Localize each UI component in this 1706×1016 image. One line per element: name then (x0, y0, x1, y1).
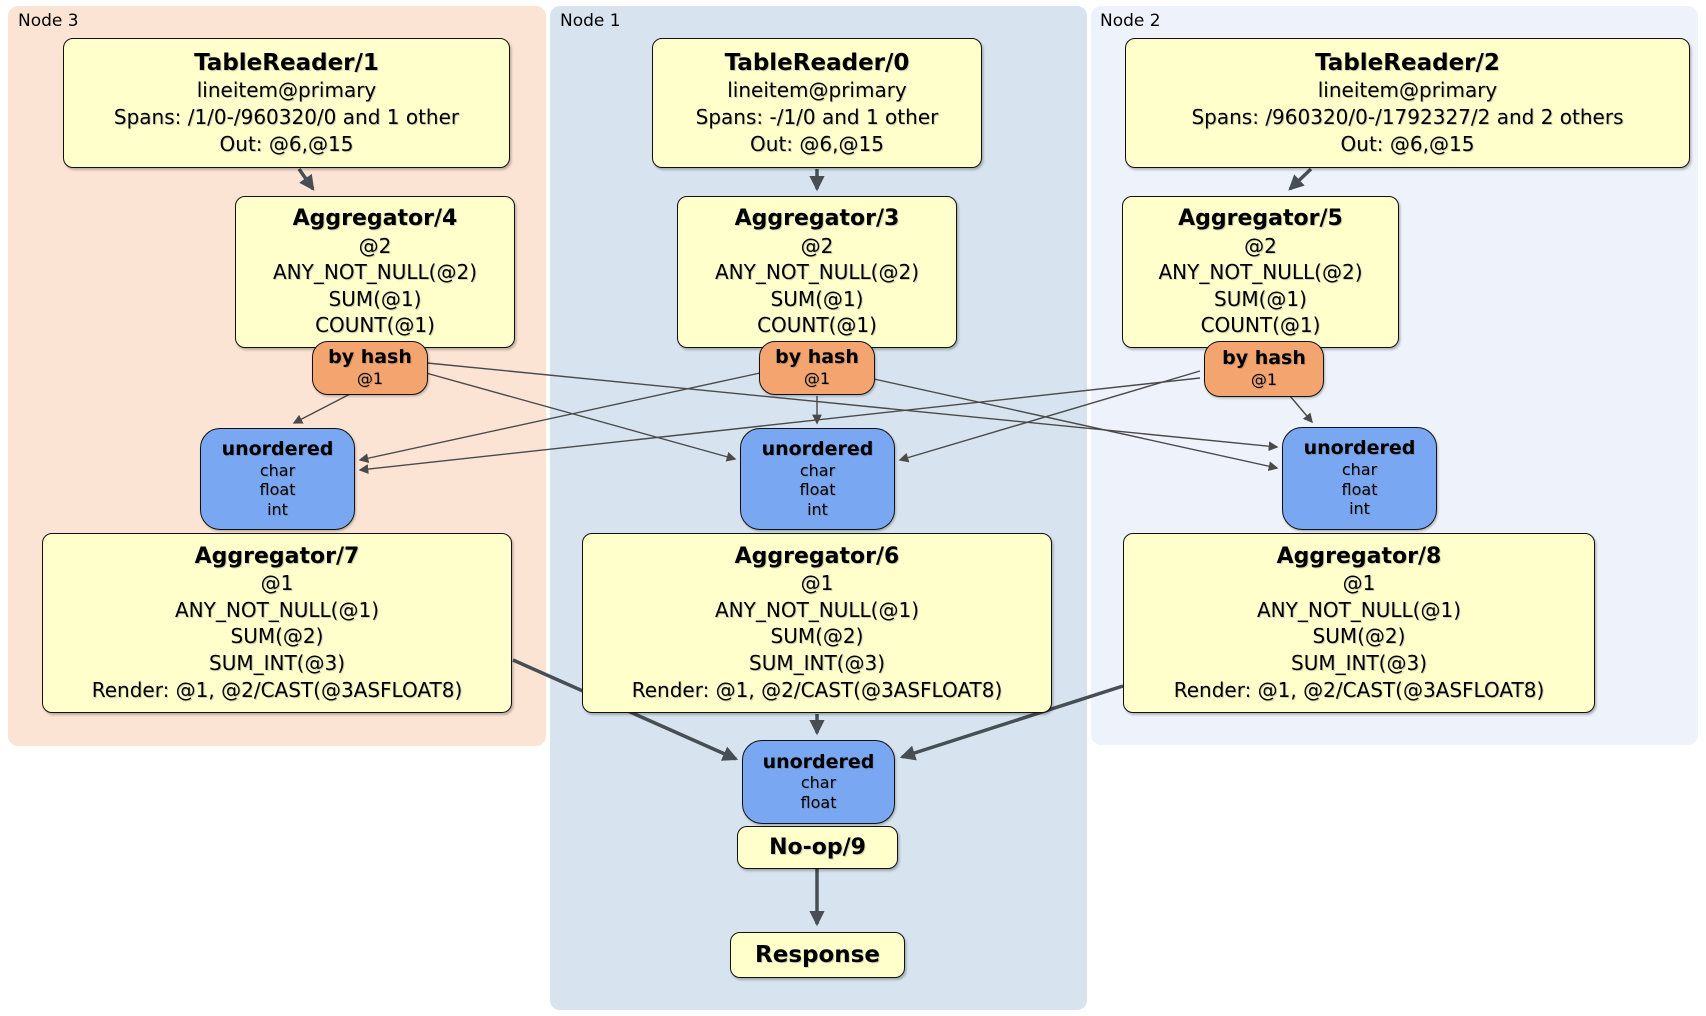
processor-response: Response (730, 932, 905, 978)
region-label-node3: Node 3 (18, 11, 79, 31)
processor-tablereader-1: TableReader/1 lineitem@primary Spans: /1… (63, 38, 510, 168)
edge-byhash2-unordered3 (358, 377, 1201, 474)
processor-title: Aggregator/5 (1178, 206, 1343, 232)
sync-unordered-node3: unordered char float int (200, 428, 355, 530)
processor-aggregator-4: Aggregator/4 @2 ANY_NOT_NULL(@2) SUM(@1)… (235, 196, 515, 348)
region-label-node2: Node 2 (1100, 11, 1161, 31)
processor-noop-9: No-op/9 (737, 826, 898, 869)
processor-title: Aggregator/3 (734, 206, 900, 232)
processor-title: Aggregator/7 (194, 543, 360, 569)
edge-byhash2-unordered1 (898, 370, 1201, 463)
edge-aggregator8-unordered-final (899, 684, 1124, 761)
edge-tablereader2-aggregator5 (1288, 167, 1313, 191)
processor-title: Aggregator/6 (734, 543, 900, 569)
edge-byhash3-unordered1 (425, 372, 737, 462)
edge-byhash1-unordered3 (358, 372, 761, 464)
processor-tablereader-0: TableReader/0 lineitem@primary Spans: -/… (652, 38, 982, 168)
sync-title: unordered (762, 750, 875, 773)
processor-title: Response (755, 941, 880, 968)
edge-byhash3-unordered2 (426, 362, 1279, 452)
sync-unordered-node1: unordered char float int (740, 428, 895, 530)
processor-aggregator-7: Aggregator/7 @1 ANY_NOT_NULL(@1) SUM(@2)… (42, 533, 512, 713)
processor-title: No-op/9 (769, 834, 866, 860)
router-by-hash-node3: by hash @1 (312, 341, 428, 395)
processor-tablereader-2: TableReader/2 lineitem@primary Spans: /9… (1125, 38, 1690, 168)
sync-title: unordered (221, 437, 334, 460)
edge-byhash1-unordered2 (873, 378, 1279, 471)
processor-title: Aggregator/8 (1276, 543, 1442, 569)
sync-title: unordered (761, 437, 874, 460)
processor-aggregator-6: Aggregator/6 @1 ANY_NOT_NULL(@1) SUM(@2)… (582, 533, 1052, 713)
edge-byhash3-unordered3 (292, 392, 353, 424)
processor-title: TableReader/2 (1315, 49, 1500, 76)
router-title: by hash (1222, 347, 1306, 370)
sync-unordered-node2: unordered char float int (1282, 427, 1437, 530)
edge-byhash2-unordered2 (1289, 395, 1313, 424)
router-by-hash-node1: by hash @1 (759, 341, 875, 395)
sync-title: unordered (1303, 437, 1416, 460)
processor-title: Aggregator/4 (292, 206, 458, 232)
router-title: by hash (328, 346, 412, 369)
processor-aggregator-3: Aggregator/3 @2 ANY_NOT_NULL(@2) SUM(@1)… (677, 196, 957, 348)
router-by-hash-node2: by hash @1 (1204, 341, 1324, 397)
processor-aggregator-8: Aggregator/8 @1 ANY_NOT_NULL(@1) SUM(@2)… (1123, 533, 1595, 713)
processor-aggregator-5: Aggregator/5 @2 ANY_NOT_NULL(@2) SUM(@1)… (1122, 196, 1399, 348)
processor-title: TableReader/1 (194, 49, 379, 76)
region-label-node1: Node 1 (560, 11, 621, 31)
processor-title: TableReader/0 (724, 49, 910, 76)
edge-tablereader1-aggregator4 (297, 167, 315, 191)
sync-unordered-final: unordered char float (742, 740, 895, 824)
router-title: by hash (775, 346, 859, 369)
